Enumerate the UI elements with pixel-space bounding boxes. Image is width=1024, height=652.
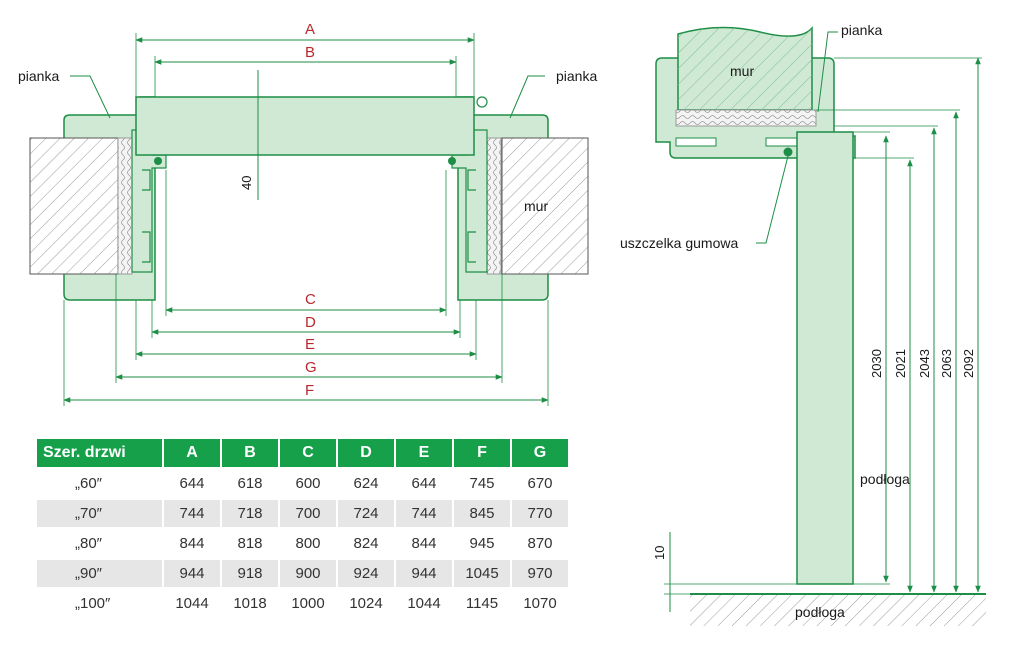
floor-label-bottom: podłoga xyxy=(795,604,845,620)
floor-label-door: podłoga xyxy=(860,471,910,487)
frame-depth-label: 40 xyxy=(239,176,254,190)
table-cell: 824 xyxy=(353,535,379,552)
dim-letter-A: A xyxy=(305,21,315,38)
table-cell: 744 xyxy=(396,500,452,527)
table-row: „80″ 844 818 800 824 844 945 870 xyxy=(37,530,568,557)
foam-label-right: pianka xyxy=(556,68,597,84)
dim-letter-F: F xyxy=(305,382,314,399)
door-size-table: Szer. drzwi A B C D E F G „60″ 644 618 6… xyxy=(35,436,570,620)
table-cell: 770 xyxy=(512,500,568,527)
vertical-section: pianka mur uszczelka gumowa podłoga podł… xyxy=(620,22,986,626)
foam-label-left: pianka xyxy=(18,68,59,84)
table-cell: 644 xyxy=(411,475,437,492)
table-cell: „80″ xyxy=(75,535,102,552)
side-dim-2021: 2021 xyxy=(893,349,908,378)
table-cell: 1000 xyxy=(291,595,325,612)
header-F: F xyxy=(454,439,510,467)
header-door-width: Szer. drzwi xyxy=(37,439,162,467)
floor xyxy=(690,594,986,626)
table-cell: 800 xyxy=(295,535,321,552)
dim-letter-C: C xyxy=(305,291,316,308)
header-B: B xyxy=(222,439,278,467)
horizontal-section: pianka pianka mur 40 A B C D E G F xyxy=(18,21,597,406)
table-cell: 1044 xyxy=(175,595,209,612)
table-cell: 700 xyxy=(280,500,336,527)
dim-letter-E: E xyxy=(305,336,315,353)
table-cell: 744 xyxy=(164,500,220,527)
table-cell: 745 xyxy=(469,475,495,492)
table-cell: 624 xyxy=(353,475,379,492)
table-cell: 844 xyxy=(179,535,205,552)
wall-label-top: mur xyxy=(730,63,754,79)
table-cell: 1070 xyxy=(523,595,557,612)
table-cell: 670 xyxy=(527,475,553,492)
table-row: „90″ 944 918 900 924 944 1045 970 xyxy=(37,560,568,587)
side-dim-2043: 2043 xyxy=(917,349,932,378)
table-cell: 1145 xyxy=(465,595,499,612)
table-cell: 1045 xyxy=(454,560,510,587)
door-leaf xyxy=(135,96,475,156)
table-cell: 870 xyxy=(527,535,553,552)
header-E: E xyxy=(396,439,452,467)
dim-letter-B: B xyxy=(305,44,315,61)
table-cell: 900 xyxy=(280,560,336,587)
table-cell: 944 xyxy=(164,560,220,587)
table-cell: „70″ xyxy=(37,500,162,527)
table-cell: 1044 xyxy=(407,595,441,612)
table-cell: 970 xyxy=(512,560,568,587)
table-cell: 844 xyxy=(411,535,437,552)
table-cell: 718 xyxy=(222,500,278,527)
table-row: „100″ 1044 1018 1000 1024 1044 1145 1070 xyxy=(37,590,568,617)
table-cell: 845 xyxy=(454,500,510,527)
table-cell: 1024 xyxy=(349,595,383,612)
table-row: „60″ 644 618 600 624 644 745 670 xyxy=(37,470,568,497)
table-cell: 1018 xyxy=(233,595,267,612)
table-cell: 944 xyxy=(396,560,452,587)
gap-dim-label: 10 xyxy=(652,546,667,560)
table-row: „70″ 744 718 700 724 744 845 770 xyxy=(37,500,568,527)
header-D: D xyxy=(338,439,394,467)
table-cell: 600 xyxy=(295,475,321,492)
header-A: A xyxy=(164,439,220,467)
foam-label-top: pianka xyxy=(841,22,882,38)
table-cell: 818 xyxy=(237,535,263,552)
table-cell: 644 xyxy=(179,475,205,492)
table-cell: 918 xyxy=(222,560,278,587)
seal-label: uszczelka gumowa xyxy=(620,235,738,251)
table-cell: „100″ xyxy=(75,595,111,612)
header-G: G xyxy=(512,439,568,467)
table-cell: 724 xyxy=(338,500,394,527)
side-dim-2092: 2092 xyxy=(961,349,976,378)
dim-letter-G: G xyxy=(305,359,317,376)
table-cell: „90″ xyxy=(37,560,162,587)
table-cell: „60″ xyxy=(75,475,102,492)
side-dim-2063: 2063 xyxy=(939,349,954,378)
table-cell: 924 xyxy=(338,560,394,587)
header-C: C xyxy=(280,439,336,467)
table-cell: 618 xyxy=(237,475,263,492)
side-dim-2030: 2030 xyxy=(869,349,884,378)
dim-letter-D: D xyxy=(305,314,316,331)
table-cell: 945 xyxy=(469,535,495,552)
wall-label-right: mur xyxy=(524,198,548,214)
door-leaf-vertical xyxy=(796,131,854,585)
table-header-row: Szer. drzwi A B C D E F G xyxy=(37,439,568,467)
